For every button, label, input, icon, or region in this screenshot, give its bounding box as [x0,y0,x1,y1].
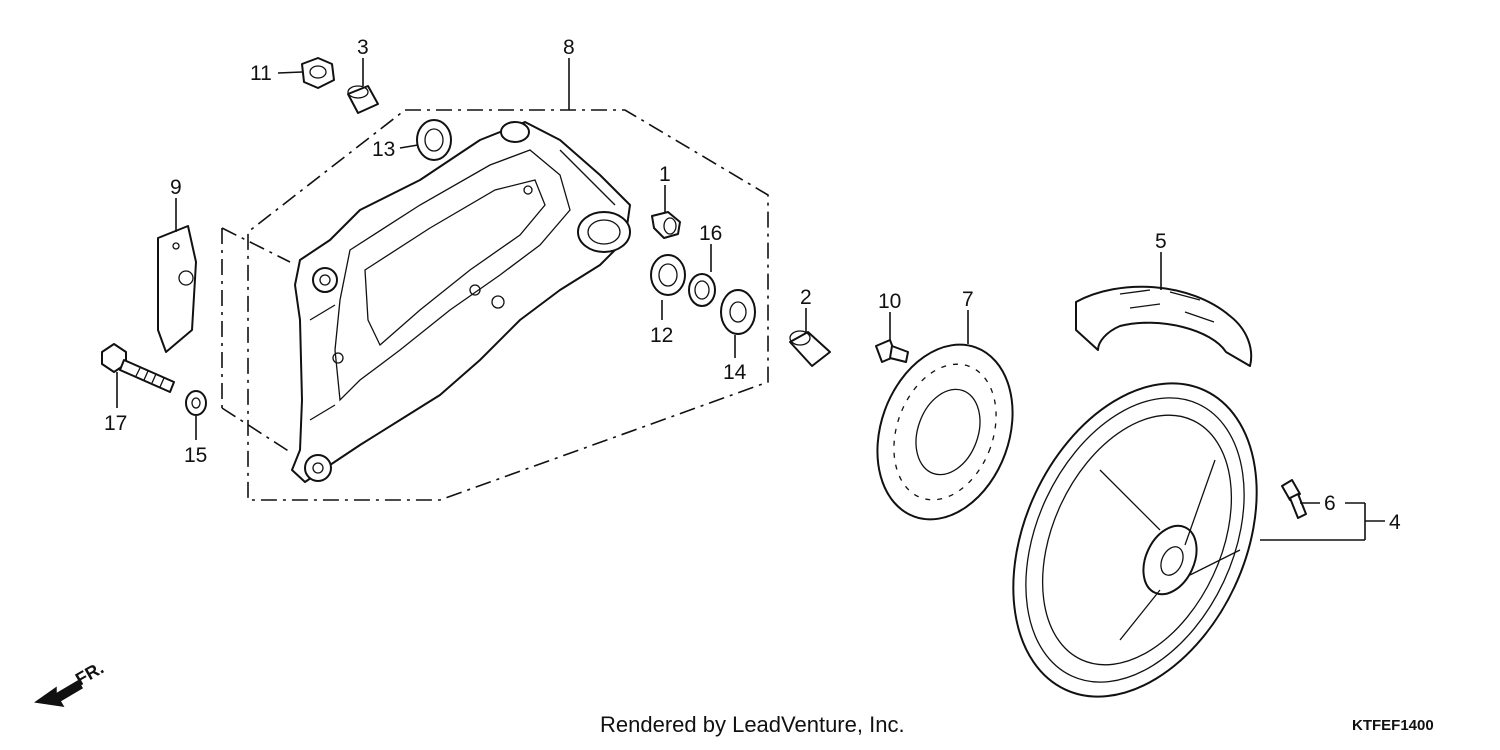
callout-16: 16 [699,222,722,245]
callout-13: 13 [372,138,395,161]
callout-11: 11 [250,62,272,85]
callout-15: 15 [184,444,207,467]
leader-lines [116,58,1385,541]
callout-1: 1 [659,163,671,186]
part-14-seal [720,289,756,335]
callout-labels: 1 2 3 4 5 6 7 8 9 10 11 12 13 14 15 16 1… [104,36,1401,534]
part-4-wheel [1012,382,1258,698]
part-17-bolt [101,343,175,393]
part-10-bolt [875,339,909,363]
part-11-nut [301,57,335,89]
callout-3: 3 [357,36,369,59]
part-9-plate [157,225,197,353]
credit-text: Rendered by LeadVenture, Inc. [600,712,905,737]
callout-12: 12 [650,324,673,347]
part-7-brake-disc [876,343,1014,521]
front-direction-arrow: FR. [34,658,107,707]
callout-9: 9 [170,176,182,199]
part-15-washer [185,390,207,416]
callout-8: 8 [563,36,575,59]
callout-14: 14 [723,361,747,384]
callout-17: 17 [104,412,127,435]
callout-5: 5 [1155,230,1167,253]
diagram-code: KTFEF1400 [1352,717,1434,734]
part-13-bearing [416,119,452,161]
part-5-guard [1075,285,1253,367]
callout-4: 4 [1389,511,1401,534]
part-6-valve [1281,479,1307,519]
part-16-circlip [688,273,716,307]
callout-2: 2 [800,286,812,309]
part-2-collar [789,330,831,367]
swingarm [291,121,631,483]
part-12-bearing [650,254,686,296]
callout-7: 7 [962,288,974,311]
callout-6: 6 [1324,492,1336,515]
part-1-bushing [651,211,681,239]
part-3-collar [347,85,379,114]
swingarm-assembly-outline [221,109,769,501]
callout-10: 10 [878,290,901,313]
